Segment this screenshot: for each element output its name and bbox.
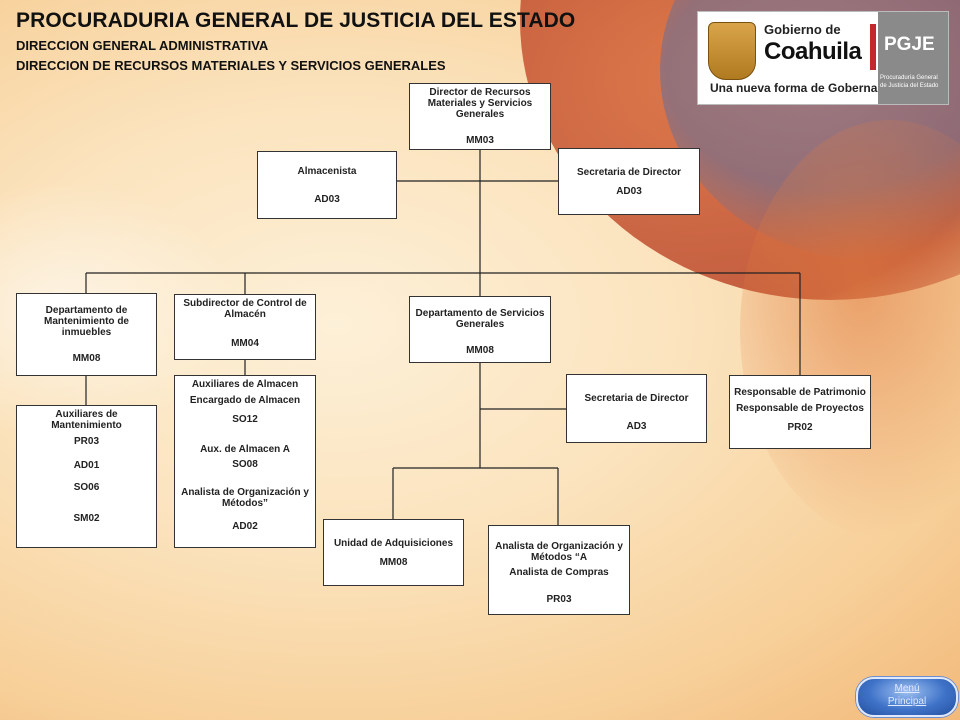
box-line: inmuebles: [61, 327, 112, 338]
box-code: MM04: [231, 338, 259, 349]
box-almacenista: Almacenista AD03: [257, 151, 397, 219]
box-line: Mantenimiento: [51, 420, 122, 431]
logo-gobierno-text: Gobierno de: [764, 22, 841, 37]
box-line: Auxiliares de: [55, 409, 118, 420]
logo-divider: [870, 24, 876, 70]
box-code: PR03: [73, 436, 99, 447]
box-code: SO06: [73, 482, 100, 493]
box-depto-mantenimiento: Departamento de Mantenimiento de inmuebl…: [16, 293, 157, 376]
logo-coahuila-text: Coahuila: [764, 38, 862, 65]
box-code: MM03: [466, 135, 494, 146]
box-line: Generales: [455, 319, 505, 330]
box-line: Generales: [455, 109, 505, 120]
box-line: Analista de Compras: [509, 567, 609, 578]
box-code: AD03: [616, 186, 642, 197]
box-line: Responsable de Proyectos: [736, 403, 864, 414]
box-line: Métodos”: [221, 498, 269, 509]
box-line: Secretaria de Director: [584, 393, 689, 404]
box-line: Responsable de Patrimonio: [734, 387, 866, 398]
page-subtitle-1: DIRECCION GENERAL ADMINISTRATIVA: [16, 38, 269, 53]
box-line: Encargado de Almacen: [189, 395, 301, 406]
box-depto-servicios: Departamento de Servicios Generales MM08: [409, 296, 551, 363]
box-code: AD3: [626, 421, 647, 432]
box-line: Secretaria de Director: [577, 167, 681, 178]
box-line: Métodos “A: [530, 552, 588, 563]
box-unidad-adquisiciones: Unidad de Adquisiciones MM08: [323, 519, 464, 586]
page-title: PROCURADURIA GENERAL DE JUSTICIA DEL EST…: [16, 9, 576, 32]
box-line: Almacenista: [297, 166, 357, 177]
box-code: MM08: [379, 557, 408, 568]
box-line: Departamento de Servicios: [415, 308, 545, 319]
box-analista-compras: Analista de Organización y Métodos “A An…: [488, 525, 630, 615]
box-code: AD03: [314, 194, 340, 205]
box-line: Unidad de Adquisiciones: [333, 538, 454, 549]
box-secretaria-director-2: Secretaria de Director AD3: [566, 374, 707, 443]
box-line: Departamento de: [45, 305, 128, 316]
box-auxiliares-mantenimiento: Auxiliares de Mantenimiento PR03 AD01 SO…: [16, 405, 157, 548]
box-code: MM08: [466, 345, 494, 356]
box-secretaria-director: Secretaria de Director AD03: [558, 148, 700, 215]
box-line: Almacén: [224, 309, 266, 320]
box-code: PR02: [787, 422, 813, 433]
box-line: Director de Recursos: [429, 87, 531, 98]
page-subtitle-2: DIRECCION DE RECURSOS MATERIALES Y SERVI…: [16, 58, 446, 73]
main-menu-label-2: Principal: [887, 696, 927, 707]
box-line: Analista de Organización y: [181, 487, 309, 498]
box-line: Analista de Organización y: [495, 541, 623, 552]
box-line: Mantenimiento de: [43, 316, 129, 327]
government-logo: Gobierno de Coahuila Una nueva forma de …: [697, 11, 949, 105]
box-auxiliares-almacen: Auxiliares de Almacen Encargado de Almac…: [174, 375, 316, 548]
main-menu-button[interactable]: Menú Principal: [856, 677, 958, 717]
box-line: Subdirector de Control de: [183, 298, 307, 309]
box-code: SO08: [232, 459, 258, 470]
box-responsable-patrimonio: Responsable de Patrimonio Responsable de…: [729, 375, 871, 449]
pgje-panel: [878, 12, 948, 104]
coat-of-arms-icon: [708, 22, 756, 80]
box-line: Aux. de Almacen A: [200, 444, 290, 455]
box-director: Director de Recursos Materiales y Servic…: [409, 83, 551, 150]
logo-pgje-text: PGJE: [884, 34, 935, 55]
logo-tagline: Una nueva forma de Gobernar: [710, 81, 883, 95]
box-code: SO12: [232, 414, 258, 425]
box-code: MM08: [72, 353, 101, 364]
box-code: AD02: [232, 521, 258, 532]
box-code: PR03: [546, 594, 572, 605]
main-menu-label-1: Menú: [894, 683, 920, 694]
box-code: SM02: [73, 513, 100, 524]
box-subdirector-almacen: Subdirector de Control de Almacén MM04: [174, 294, 316, 360]
box-code: AD01: [73, 460, 100, 471]
logo-pgje-subtext: Procuraduría General de Justicia del Est…: [880, 75, 939, 89]
box-line: Materiales y Servicios: [427, 98, 533, 109]
box-line: Auxiliares de Almacen: [191, 379, 299, 390]
